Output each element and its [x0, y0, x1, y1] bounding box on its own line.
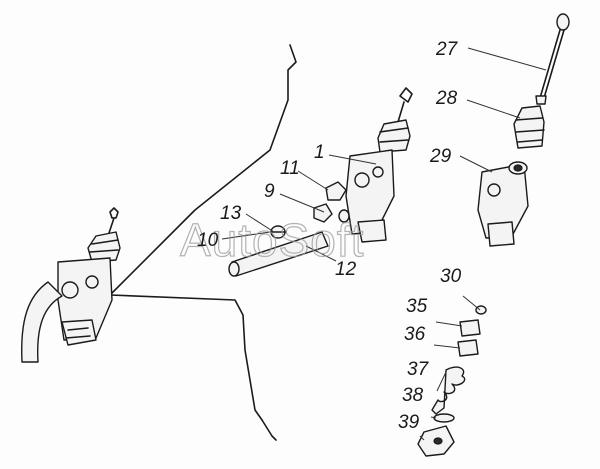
- callout-10: 10: [197, 230, 219, 251]
- callout-13: 13: [220, 203, 242, 224]
- callout-12: 12: [335, 259, 357, 280]
- valve-parts-stack: [417, 305, 487, 457]
- section-break-lines: [109, 44, 297, 441]
- leader-lines: [221, 47, 547, 441]
- left-master-cylinder: [21, 207, 121, 363]
- right-cylinder-body: [477, 161, 529, 247]
- callout-30: 30: [440, 266, 462, 287]
- callout-27: 27: [435, 39, 459, 60]
- callout-28: 28: [435, 88, 458, 109]
- callout-29: 29: [429, 146, 452, 167]
- callout-39: 39: [398, 412, 420, 433]
- small-fittings: [270, 181, 350, 239]
- callout-35: 35: [406, 296, 428, 317]
- callout-37: 37: [407, 359, 430, 380]
- right-pushrod: [535, 13, 570, 105]
- callout-1: 1: [314, 142, 325, 163]
- right-boot: [513, 105, 545, 149]
- callout-38: 38: [402, 385, 424, 406]
- callout-36: 36: [404, 324, 426, 345]
- callout-9: 9: [264, 181, 275, 202]
- callout-labels: 1 9 10 11 12 13 27 28 29 30 35 36 37 38 …: [197, 39, 462, 433]
- callout-11: 11: [280, 158, 300, 179]
- center-master-cylinder: [345, 87, 413, 243]
- watermark-text: AutoSoft: [180, 214, 364, 266]
- connecting-tube: [228, 231, 329, 277]
